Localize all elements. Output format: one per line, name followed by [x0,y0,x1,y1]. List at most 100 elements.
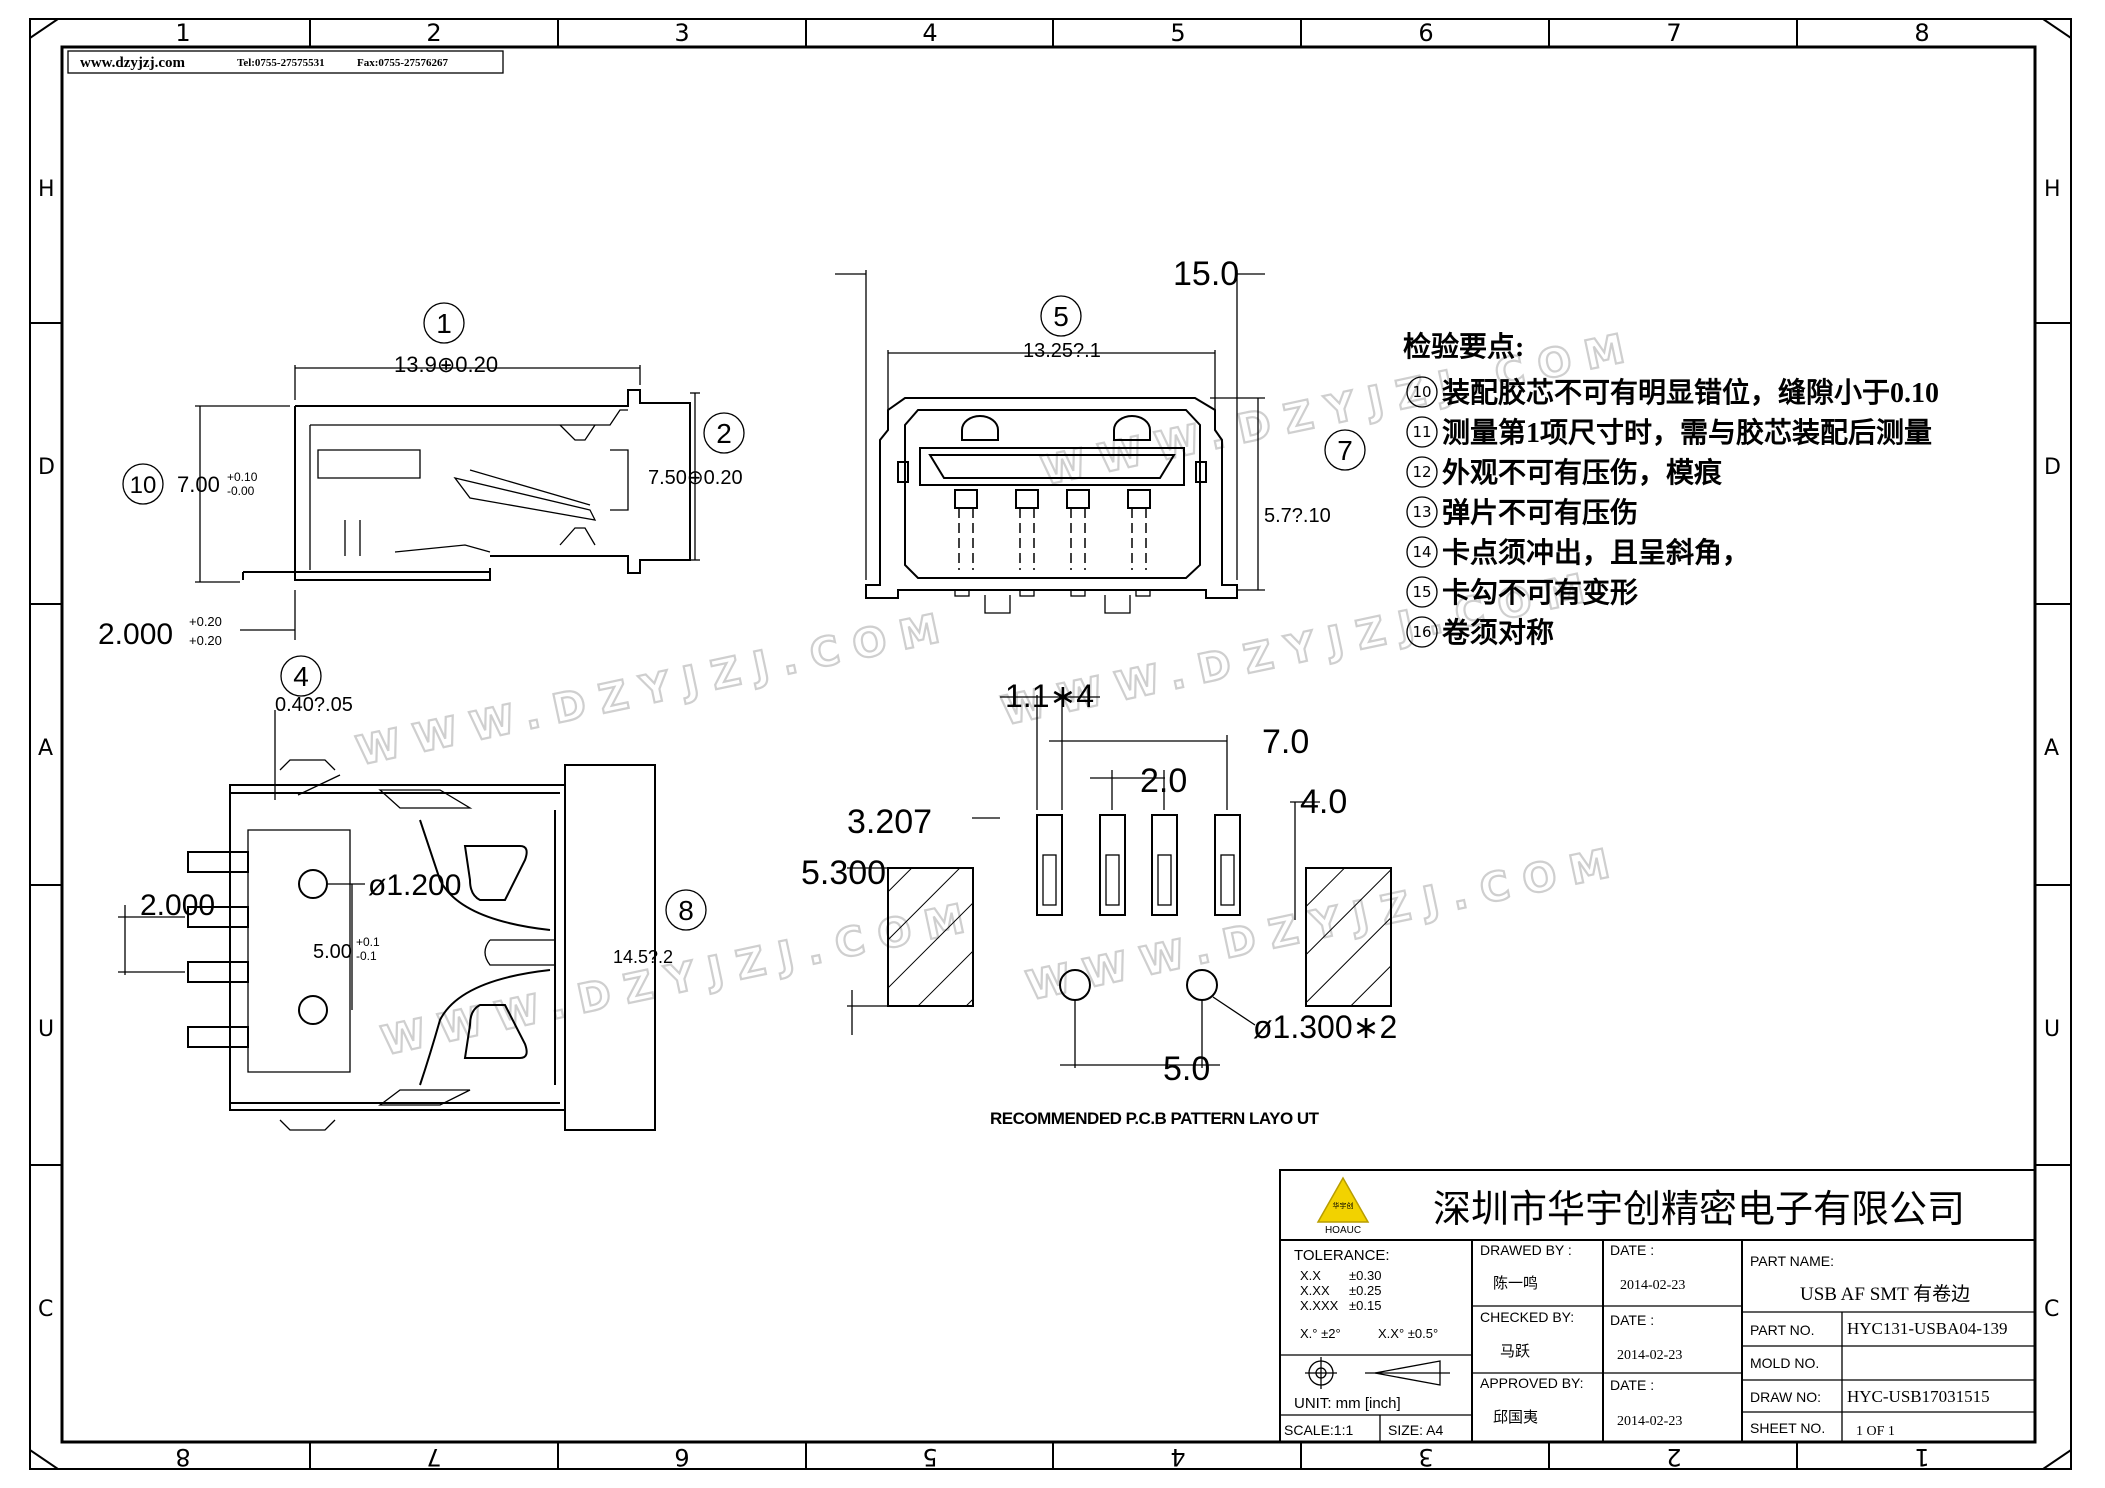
tol-xxx-val: ±0.15 [1349,1298,1381,1313]
dim-height-tol-plus: +0.10 [227,470,258,484]
svg-text:10: 10 [1412,383,1431,401]
date-1: 2014-02-23 [1620,1278,1685,1293]
balloon-8: 8 [678,895,694,926]
dim-spacing-tol-plus: +0.1 [356,935,380,949]
col-label: 6 [1418,19,1433,47]
dim-thickness: 0.40?.05 [275,694,353,716]
dim-bottom: 2.000 [98,618,173,651]
row-label: U [38,1017,54,1042]
date-3: 2014-02-23 [1617,1414,1682,1429]
row-label: C [2044,1297,2059,1322]
drawing-frame: 1 2 3 4 5 6 7 8 8 7 6 5 4 3 2 1 H D A U … [29,18,2072,1471]
col-label: 1 [175,19,190,47]
svg-text:HOAUC: HOAUC [1325,1225,1361,1236]
svg-text:12: 12 [1412,463,1431,481]
mold-no-label: MOLD NO. [1750,1355,1819,1371]
tol-xxx: X.XXX [1300,1298,1339,1313]
svg-text:卡勾不可有变形: 卡勾不可有变形 [1442,576,1638,609]
dim-inner: 13.25?.1 [1023,340,1101,362]
header-contact: www.dzyjzj.com Tel:0755-27575531 Fax:075… [67,50,504,74]
dim-pad-height: 5.300 [801,854,886,892]
svg-text:15: 15 [1412,583,1431,601]
dim-pad-width: 1.1∗4 [1005,678,1094,714]
col-label: 5 [922,1443,937,1471]
inspection-notes: 检验要点: 10 装配胶芯不可有明显错位，缝隙小于0.10 11 测量第1项尺寸… [1403,330,1939,649]
row-label: H [2044,177,2061,202]
row-label: U [2044,1017,2060,1042]
balloon-1: 1 [436,308,452,339]
date-label: DATE : [1610,1312,1654,1328]
dim-offset: 3.207 [847,803,932,841]
row-label: D [38,455,55,480]
sheet-no: 1 OF 1 [1856,1424,1895,1439]
dim-height: 7.00 [177,472,220,497]
tol-angle2: X.X° ±0.5° [1378,1326,1438,1341]
svg-text:弹片不可有压伤: 弹片不可有压伤 [1442,497,1638,529]
row-label: C [38,1297,53,1322]
dim-pad-len: 4.0 [1300,783,1347,821]
col-label: 6 [674,1443,689,1471]
date-2: 2014-02-23 [1617,1348,1682,1363]
dim-right: 7.50⊕0.20 [648,467,743,489]
fax-text: Fax:0755-27576267 [357,57,449,69]
svg-text:卷须对称: 卷须对称 [1442,617,1554,649]
col-label: 3 [1418,1443,1433,1471]
tol-xx-val: ±0.25 [1349,1283,1381,1298]
dim-holes: ø1.300∗2 [1253,1009,1397,1045]
dim-hole-pitch: 5.0 [1163,1050,1210,1088]
svg-text:14: 14 [1412,543,1431,561]
company-logo: 华宇创 HOAUC [1316,1176,1370,1236]
part-no-label: PART NO. [1750,1322,1815,1338]
notes-title: 检验要点: [1403,330,1524,363]
dim-overall: 15.0 [1173,255,1239,293]
tol-angle1: X.° ±2° [1300,1326,1341,1341]
dim-height-tol-minus: -0.00 [227,484,255,498]
dim-length: 14.5?.2 [613,947,673,967]
svg-text:WWW.DZYJZJ.COM: WWW.DZYJZJ.COM [353,603,958,775]
front-view: 15.0 5 13.25?.1 7 5.7?.10 [835,255,1366,614]
col-label: 8 [1914,19,1929,47]
dim-height: 5.7?.10 [1264,505,1331,527]
dim-spacing-tol-minus: -0.1 [356,949,377,963]
row-label: A [2044,736,2059,761]
col-label: 4 [1170,1443,1185,1471]
scale-text: SCALE:1:1 [1284,1422,1353,1438]
col-label: 4 [922,19,937,47]
col-label: 3 [674,19,689,47]
checked-by: 马跃 [1500,1343,1530,1360]
svg-text:装配胶芯不可有明显错位，缝隙小于0.10: 装配胶芯不可有明显错位，缝隙小于0.10 [1442,376,1939,409]
projection-symbol-icon [1305,1357,1450,1389]
dim-pitch: 2.0 [1140,762,1187,800]
pcb-pattern: 1.1∗4 7.0 2.0 3.207 5.300 4.0 ø1.300∗2 5… [801,678,1397,1128]
note-item: 13 弹片不可有压伤 [1406,496,1638,529]
side-view: 1 13.9⊕0.20 2 7.50⊕0.20 10 7.00 +0.10 -0… [98,302,745,651]
phone-text: Tel:0755-27575531 [237,57,325,69]
drawn-by: 陈一鸣 [1493,1274,1538,1292]
dim-span: 7.0 [1262,723,1309,761]
balloon-5: 5 [1053,301,1069,332]
tol-x: X.X [1300,1268,1321,1283]
draw-no: HYC-USB17031515 [1847,1387,1990,1406]
draw-no-label: DRAW NO: [1750,1389,1821,1405]
date-label: DATE : [1610,1242,1654,1258]
svg-text:16: 16 [1412,623,1431,641]
balloon-2: 2 [716,418,732,449]
size-text: SIZE: A4 [1388,1422,1443,1438]
col-label: 8 [175,1443,190,1471]
svg-text:华宇创: 华宇创 [1333,1201,1354,1210]
note-item: 16 卷须对称 [1406,616,1554,649]
company-name: 深圳市华宇创精密电子有限公司 [1433,1189,1965,1231]
row-label: A [38,736,53,761]
dim-bottom-tol-plus: +0.20 [189,614,222,629]
dim-spacing: 5.00 [313,941,352,963]
note-item: 10 装配胶芯不可有明显错位，缝隙小于0.10 [1406,376,1939,409]
svg-text:外观不可有压伤，模痕: 外观不可有压伤，模痕 [1442,457,1723,489]
title-block: 华宇创 HOAUC 深圳市华宇创精密电子有限公司 TOLERANCE: X.X … [1279,1169,2036,1443]
unit-text: UNIT: mm [inch] [1294,1395,1401,1412]
tol-xx: X.XX [1300,1283,1330,1298]
svg-text:11: 11 [1412,423,1431,441]
dim-length: 13.9⊕0.20 [394,352,498,377]
note-item: 14 卡点须冲出，且呈斜角， [1406,536,1750,569]
dim-pitch: 2.000 [140,889,215,922]
